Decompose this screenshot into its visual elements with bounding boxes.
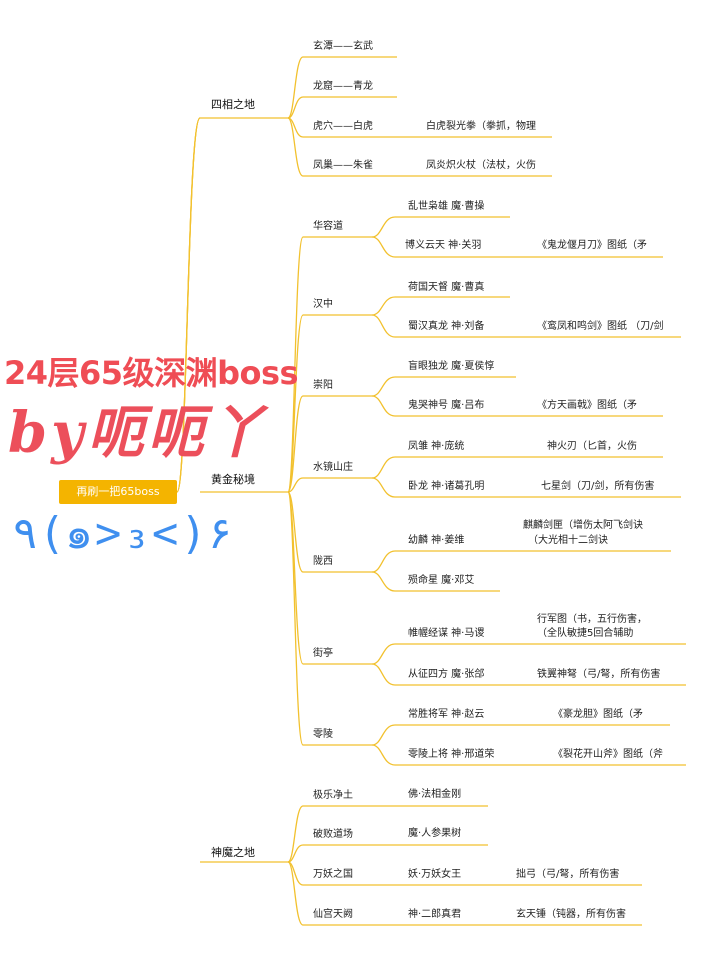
- connector-line: [287, 491, 304, 573]
- boss-node[interactable]: 零陵上将 神·邢道荣: [408, 749, 495, 760]
- overlay-caption-title: 24层65级深渊boss: [4, 354, 299, 392]
- boss-node[interactable]: 博义云天 神·关羽: [405, 240, 482, 251]
- sub-node[interactable]: 极乐净土: [313, 790, 353, 801]
- drop-node[interactable]: 《裂花开山斧》图纸（斧: [553, 749, 663, 760]
- drop-node[interactable]: 行军图（书，五行伤害，: [537, 614, 647, 625]
- drop-node[interactable]: 玄天锤（钝器，所有伤害: [516, 909, 626, 920]
- connector-line: [371, 456, 396, 479]
- drop-node[interactable]: 《鸾凤和鸣剑》图纸 （刀/剑: [537, 321, 664, 332]
- connector-line: [371, 314, 396, 338]
- connector-line: [287, 395, 304, 493]
- drop-node[interactable]: 铁翼神弩（弓/弩，所有伤害: [537, 669, 661, 680]
- connector-line: [371, 643, 396, 665]
- drop-node[interactable]: 拙弓（弓/弩，所有伤害: [516, 869, 620, 880]
- connector-line: [287, 117, 304, 177]
- connector-line: [287, 56, 304, 119]
- sub-node[interactable]: 凤巢——朱雀: [313, 160, 373, 171]
- boss-node[interactable]: 凤雏 神·庞统: [408, 441, 465, 452]
- branch-node[interactable]: 黄金秘境: [211, 473, 255, 486]
- drop-node[interactable]: 《方天画戟》图纸（矛: [537, 400, 637, 411]
- drop-node[interactable]: （大光相十二剑诀: [528, 535, 608, 546]
- sub-node[interactable]: 仙宫天阙: [313, 909, 353, 920]
- connector-line: [371, 724, 396, 746]
- sub-node[interactable]: 华容道: [313, 221, 343, 232]
- connector-line: [371, 477, 396, 498]
- drop-node[interactable]: 《鬼龙偃月刀》图纸（矛: [537, 240, 647, 251]
- sub-node[interactable]: 龙窟——青龙: [313, 81, 373, 92]
- sub-node[interactable]: 虎穴——白虎: [313, 121, 373, 132]
- connector-line: [371, 571, 396, 592]
- sub-node[interactable]: 零陵: [313, 729, 333, 740]
- sub-node[interactable]: 破败道场: [313, 829, 353, 840]
- overlay-caption-author: by呃呃丫: [8, 400, 268, 466]
- boss-node[interactable]: 神·二郎真君: [408, 909, 462, 920]
- drop-node[interactable]: 凤炎炽火杖（法杖，火伤: [426, 160, 536, 171]
- drop-node[interactable]: 《豪龙胆》图纸（矛: [553, 709, 643, 720]
- branch-node[interactable]: 神魔之地: [211, 846, 255, 859]
- root-node[interactable]: 再刷一把65boss: [59, 480, 177, 504]
- sub-node[interactable]: 陇西: [313, 556, 333, 567]
- boss-node[interactable]: 从征四方 魔·张郃: [408, 669, 485, 680]
- connector-line: [371, 663, 396, 686]
- connector-line: [371, 296, 396, 316]
- branch-node[interactable]: 四相之地: [211, 98, 255, 111]
- overlay-caption-emoticon: ٩(๑>₃<)۶: [12, 508, 234, 559]
- sub-node[interactable]: 崇阳: [313, 380, 333, 391]
- sub-node[interactable]: 汉中: [313, 299, 333, 310]
- connector-line: [371, 395, 396, 417]
- sub-node[interactable]: 玄潭——玄武: [313, 41, 373, 52]
- boss-node[interactable]: 盲眼独龙 魔·夏侯惇: [408, 361, 495, 372]
- connector-line: [287, 96, 304, 119]
- boss-node[interactable]: 鬼哭神号 魔·吕布: [408, 400, 485, 411]
- connector-line: [371, 236, 396, 258]
- drop-node[interactable]: 麒麟剑匣（增伤太阿飞剑诀: [523, 520, 643, 531]
- connector-line: [287, 861, 304, 926]
- connector-line: [371, 216, 396, 238]
- connector-line: [287, 805, 304, 863]
- drop-node[interactable]: 七星剑（刀/剑，所有伤害: [541, 481, 655, 492]
- connector-line: [287, 314, 304, 493]
- boss-node[interactable]: 荷国天督 魔·曹真: [408, 282, 485, 293]
- connector-line: [287, 477, 304, 493]
- connector-line: [176, 117, 201, 493]
- boss-node[interactable]: 帷幄经谋 神·马谡: [408, 628, 485, 639]
- connector-line: [287, 491, 304, 746]
- boss-node[interactable]: 幼麟 神·姜维: [408, 535, 465, 546]
- drop-node[interactable]: （全队敏捷5回合辅助: [537, 628, 634, 639]
- boss-node[interactable]: 乱世枭雄 魔·曹操: [408, 201, 485, 212]
- boss-node[interactable]: 妖·万妖女王: [408, 869, 462, 880]
- connector-line: [287, 844, 304, 863]
- boss-node[interactable]: 蜀汉真龙 神·刘备: [408, 321, 485, 332]
- boss-node[interactable]: 魔·人参果树: [408, 828, 462, 839]
- boss-node[interactable]: 常胜将军 神·赵云: [408, 709, 485, 720]
- boss-node[interactable]: 佛·法相金刚: [408, 789, 462, 800]
- boss-node[interactable]: 殒命星 魔·邓艾: [408, 575, 475, 586]
- sub-node[interactable]: 万妖之国: [313, 869, 353, 880]
- drop-node[interactable]: 白虎裂光拳（拳抓，物理: [426, 121, 536, 132]
- connector-line: [371, 550, 396, 573]
- boss-node[interactable]: 卧龙 神·诸葛孔明: [408, 481, 485, 492]
- sub-node[interactable]: 水镜山庄: [313, 462, 353, 473]
- drop-node[interactable]: 神火刃（匕首，火伤: [547, 441, 637, 452]
- connector-line: [371, 376, 396, 397]
- sub-node[interactable]: 街亭: [313, 648, 333, 659]
- connector-line: [371, 744, 396, 766]
